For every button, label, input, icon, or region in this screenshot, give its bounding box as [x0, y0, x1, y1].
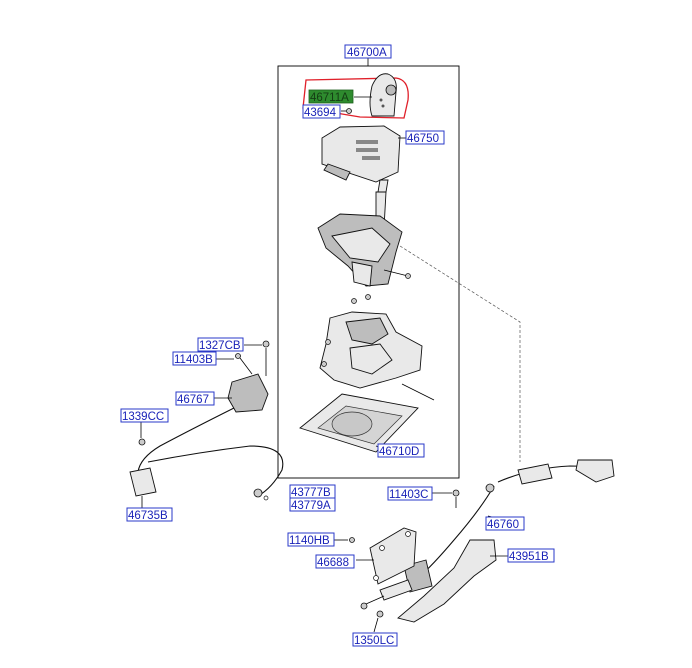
mounting-bracket-46688	[334, 527, 417, 585]
label-43951B[interactable]: 43951B	[507, 548, 555, 563]
svg-text:43777B: 43777B	[291, 487, 331, 499]
label-1140HB[interactable]: 1140HB	[287, 532, 335, 547]
label-11403B[interactable]: 11403B	[172, 351, 217, 366]
svg-text:1350LC: 1350LC	[354, 635, 394, 647]
label-43777B[interactable]: 43777B	[289, 484, 336, 499]
svg-text:43951B: 43951B	[509, 551, 549, 563]
label-46750[interactable]: 46750	[405, 130, 445, 145]
cable-46767-end	[129, 422, 269, 508]
label-46760[interactable]: 46760	[485, 516, 525, 531]
nut-1350LC	[373, 610, 384, 633]
bolt-11403C	[432, 489, 460, 508]
svg-text:1339CC: 1339CC	[122, 411, 164, 423]
label-1339CC[interactable]: 1339CC	[120, 408, 169, 423]
guide-line	[399, 245, 521, 462]
svg-text:46750: 46750	[407, 133, 439, 145]
svg-text:46735B: 46735B	[128, 510, 168, 522]
svg-text:46760: 46760	[487, 519, 519, 531]
shift-lever-mechanism	[317, 191, 411, 304]
svg-text:46767: 46767	[177, 394, 209, 406]
svg-text:46688: 46688	[317, 557, 349, 569]
svg-text:11403B: 11403B	[174, 354, 213, 366]
label-46767[interactable]: 46767	[175, 391, 215, 406]
svg-text:46700A: 46700A	[347, 47, 387, 59]
label-11403C[interactable]: 11403C	[387, 486, 433, 501]
label-1327CB[interactable]: 1327CB	[197, 337, 244, 352]
shift-knob-part	[354, 73, 397, 117]
label-46711A[interactable]: 46711A	[308, 89, 354, 104]
cable-guard-43951B	[397, 539, 497, 623]
label-1350LC[interactable]: 1350LC	[352, 632, 398, 647]
cable-46767	[137, 407, 235, 473]
svg-text:43694: 43694	[304, 107, 337, 119]
shift-cable-46760	[360, 459, 615, 610]
svg-text:1327CB: 1327CB	[199, 340, 241, 352]
svg-text:46711A: 46711A	[310, 92, 349, 104]
label-46688[interactable]: 46688	[315, 554, 355, 569]
svg-text:1140HB: 1140HB	[289, 535, 330, 547]
indicator-cover-part	[321, 125, 406, 193]
label-46735B[interactable]: 46735B	[126, 507, 173, 522]
assembly-frame	[277, 65, 460, 479]
svg-text:43779A: 43779A	[291, 500, 331, 512]
base-housing	[319, 311, 435, 401]
base-plate	[299, 393, 419, 453]
label-46700A[interactable]: 46700A	[344, 44, 392, 59]
highlight-outline	[302, 77, 409, 119]
svg-text:46710D: 46710D	[379, 446, 419, 458]
svg-text:11403C: 11403C	[389, 489, 428, 501]
label-43694[interactable]: 43694	[302, 104, 341, 119]
control-bracket	[216, 340, 270, 413]
screw-43694	[346, 108, 352, 114]
label-46710D[interactable]: 46710D	[377, 443, 425, 458]
label-43779A[interactable]: 43779A	[289, 497, 336, 512]
